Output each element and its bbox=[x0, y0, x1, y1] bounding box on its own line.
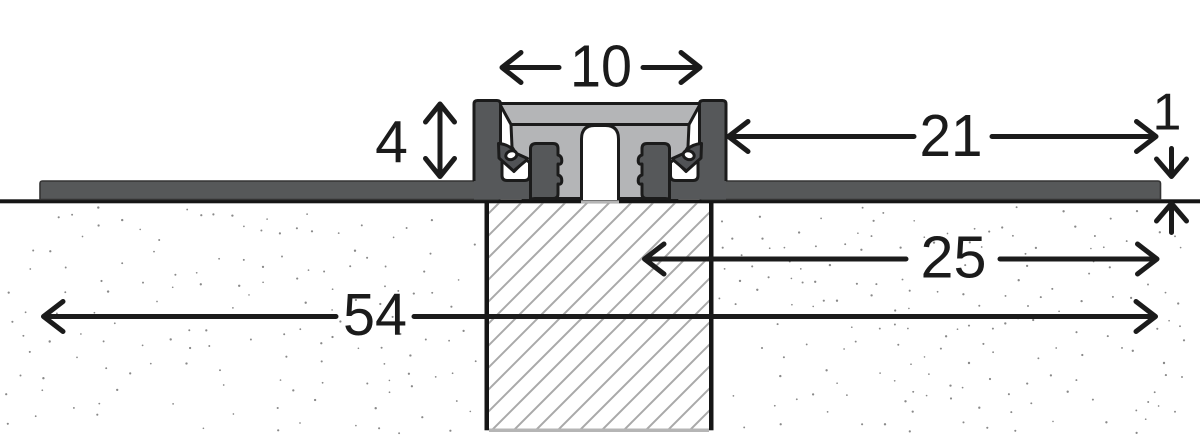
svg-text:10: 10 bbox=[570, 34, 632, 100]
svg-text:54: 54 bbox=[343, 282, 407, 348]
svg-text:1: 1 bbox=[1153, 84, 1182, 142]
svg-text:25: 25 bbox=[921, 225, 987, 291]
svg-text:4: 4 bbox=[375, 110, 408, 176]
svg-text:21: 21 bbox=[920, 103, 983, 169]
